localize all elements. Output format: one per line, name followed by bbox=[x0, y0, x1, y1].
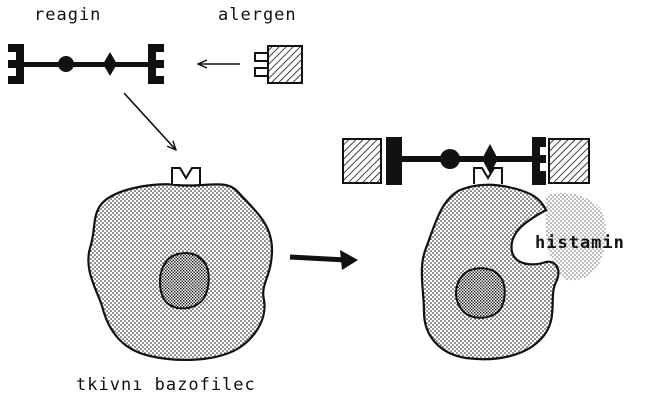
receptor-left bbox=[172, 168, 200, 184]
allergen-label: alergen bbox=[218, 5, 297, 25]
allergen-right-bound bbox=[549, 139, 589, 183]
histamine-label: histamin bbox=[535, 233, 625, 253]
transition-arrow bbox=[290, 250, 358, 270]
bound-complex bbox=[343, 137, 589, 185]
cell-nucleus-right bbox=[456, 268, 505, 318]
reagin-right-end bbox=[148, 44, 164, 84]
reagin-shaft-bound bbox=[402, 156, 536, 162]
reagin-left-end bbox=[8, 44, 24, 84]
reagin-diamond bbox=[103, 52, 117, 76]
reagin-molecule bbox=[8, 44, 164, 84]
basophil-cell-right bbox=[422, 185, 559, 359]
basophil-cell-left bbox=[88, 168, 272, 360]
allergen-particle bbox=[255, 46, 302, 83]
reagin-shaft bbox=[24, 62, 148, 67]
attach-arrow bbox=[124, 93, 176, 150]
reagin-circle-bound bbox=[440, 149, 460, 169]
cell-label: tkivnı bazofilec bbox=[76, 375, 256, 395]
reagin-right-end-bound bbox=[532, 137, 546, 185]
receptor-right bbox=[474, 168, 502, 184]
reagin-label: reagin bbox=[34, 5, 101, 25]
cell-nucleus-left bbox=[160, 253, 209, 308]
reagin-left-end-bound bbox=[386, 137, 402, 185]
reagin-circle bbox=[58, 56, 74, 72]
allergen-left-bound bbox=[343, 139, 381, 183]
